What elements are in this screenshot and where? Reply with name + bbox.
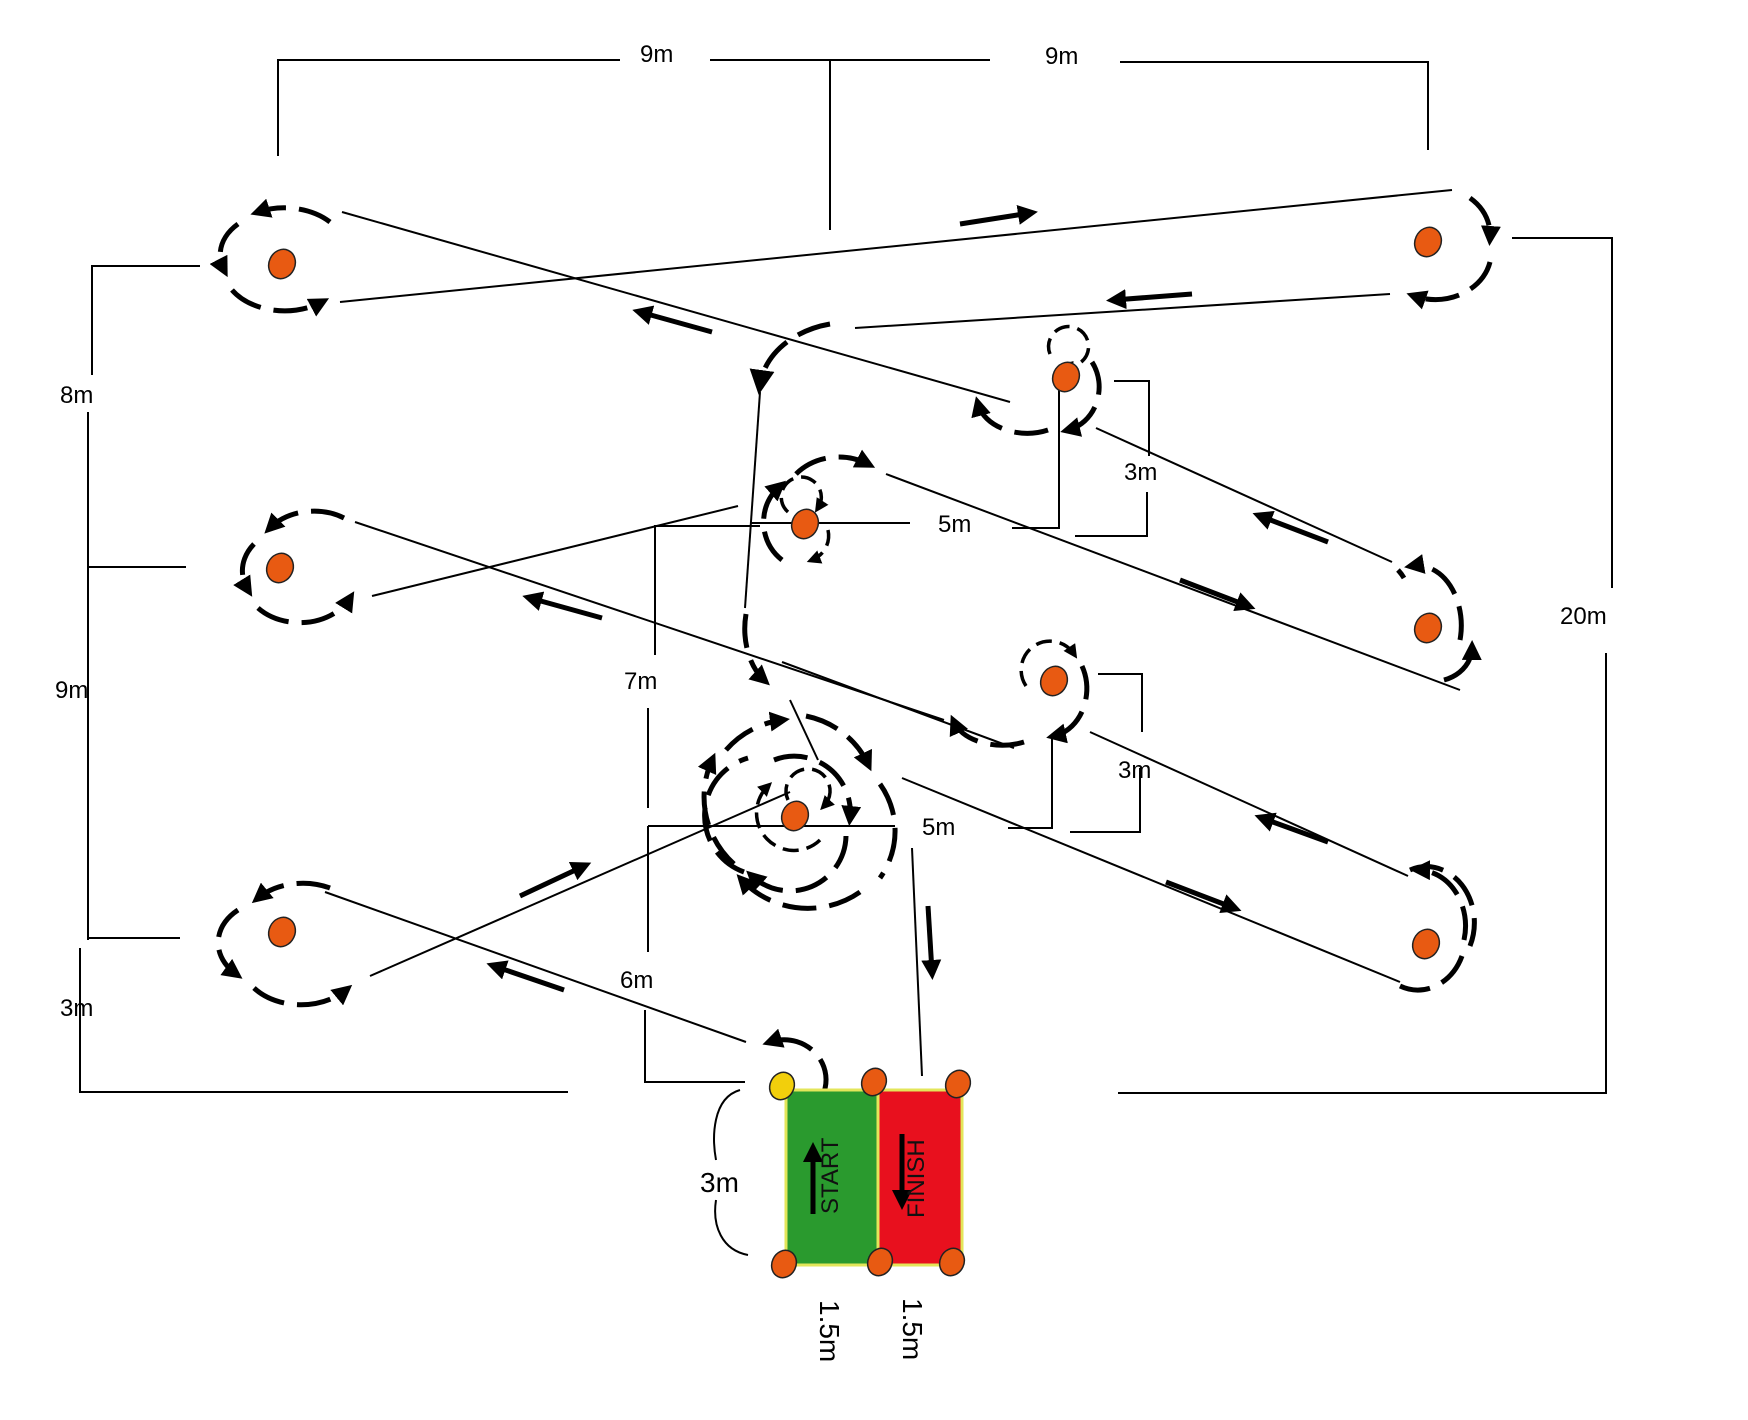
dim-left-3m: 3m — [60, 995, 93, 1022]
arrow-icon — [518, 862, 592, 899]
arrow-icon — [522, 591, 603, 621]
cone-icon — [1413, 226, 1443, 258]
start-zone — [784, 1088, 880, 1267]
dim-top-left-9m: 9m — [640, 41, 673, 68]
start-label: START — [817, 1137, 844, 1214]
dim-finish-width-1.5m: 1.5m — [897, 1298, 928, 1360]
dim-start-width-1.5m: 1.5m — [814, 1300, 845, 1362]
dim-start-height-3m: 3m — [700, 1167, 739, 1198]
cone-icon — [1411, 928, 1441, 960]
cone-icon — [866, 1247, 894, 1277]
cone-icon — [267, 248, 297, 280]
arrow-icon — [959, 204, 1038, 227]
cone-icon — [860, 1067, 888, 1097]
dim-left-9m: 9m — [55, 677, 88, 704]
cone-icon — [267, 916, 297, 948]
arrow-icon — [1165, 879, 1242, 914]
arrow-icon — [1106, 289, 1193, 310]
dim-right-20m: 20m — [1560, 603, 1607, 630]
start-finish-area: START FINISH 3m 1.5m 1.5m — [700, 1067, 972, 1362]
cone-icon — [1039, 665, 1069, 697]
arrow-icon — [486, 960, 565, 993]
dim-top-right-9m: 9m — [1045, 43, 1078, 70]
cone-icon — [944, 1069, 972, 1099]
arrow-icon — [1252, 510, 1329, 545]
direction-arrows — [486, 204, 1329, 993]
start-cone-icon — [768, 1071, 796, 1101]
dim-upper-5m: 5m — [938, 511, 971, 538]
arrow-icon — [1254, 812, 1329, 845]
finish-zone — [876, 1088, 964, 1267]
dim-bottom-6m: 6m — [620, 967, 653, 994]
cone-icon — [770, 1249, 798, 1279]
route-lines — [324, 189, 1461, 1077]
cone-icon — [938, 1247, 966, 1277]
dim-left-8m: 8m — [60, 382, 93, 409]
height-brace — [713, 1089, 749, 1256]
cone-icon — [265, 552, 295, 584]
dimension-labels: 9m 9m 8m 9m 3m 20m 3m 5m 7m 3m 5m 6m — [55, 41, 1607, 1022]
cone-icon — [1413, 612, 1443, 644]
arrow-icon — [921, 905, 942, 980]
dim-center-7m: 7m — [624, 668, 657, 695]
dim-lower-3m: 3m — [1118, 757, 1151, 784]
finish-label: FINISH — [903, 1139, 930, 1218]
turn-arrows — [209, 195, 1501, 1093]
dimension-lines — [79, 59, 1613, 1094]
dim-lower-5m: 5m — [922, 814, 955, 841]
arrow-icon — [632, 305, 713, 335]
cone-icon — [780, 800, 810, 832]
cone-icon — [1051, 361, 1081, 393]
cones — [265, 226, 1443, 960]
dim-upper-3m: 3m — [1124, 459, 1157, 486]
arrow-icon — [1179, 577, 1256, 612]
cone-icon — [790, 508, 820, 540]
